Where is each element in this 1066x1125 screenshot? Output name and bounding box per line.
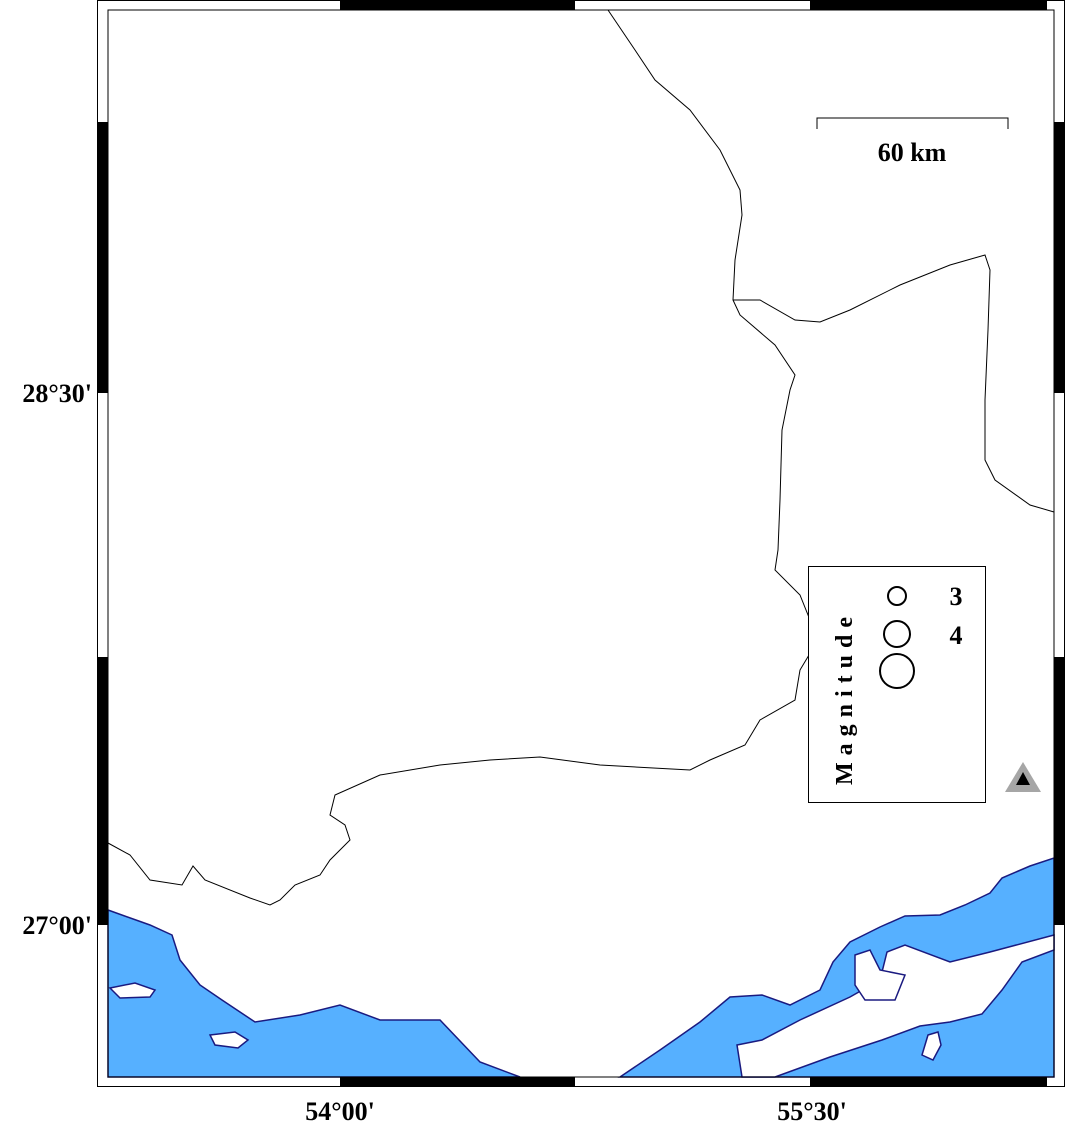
borders bbox=[107, 9, 1055, 906]
islands bbox=[108, 934, 1055, 1078]
scale-bar-label: 60 km bbox=[878, 138, 947, 167]
lon-label: 55°30' bbox=[777, 1097, 847, 1125]
lat-label: 27°00' bbox=[22, 911, 92, 940]
station-triangle-icon bbox=[1005, 762, 1041, 792]
map-frame bbox=[97, 0, 1065, 1087]
scale-bar: 60 km bbox=[816, 117, 1009, 167]
legend-title: Magnitude bbox=[832, 610, 858, 785]
magnitude-4-circle bbox=[883, 620, 911, 648]
magnitude-legend: Magnitude 3 4 bbox=[808, 566, 986, 803]
lat-label: 28°30' bbox=[22, 379, 92, 408]
magnitude-5-circle bbox=[879, 653, 915, 689]
lon-label: 54°00' bbox=[305, 1097, 375, 1125]
legend-label: 3 bbox=[950, 582, 963, 611]
legend-label: 4 bbox=[950, 621, 963, 650]
magnitude-3-circle bbox=[887, 586, 907, 606]
